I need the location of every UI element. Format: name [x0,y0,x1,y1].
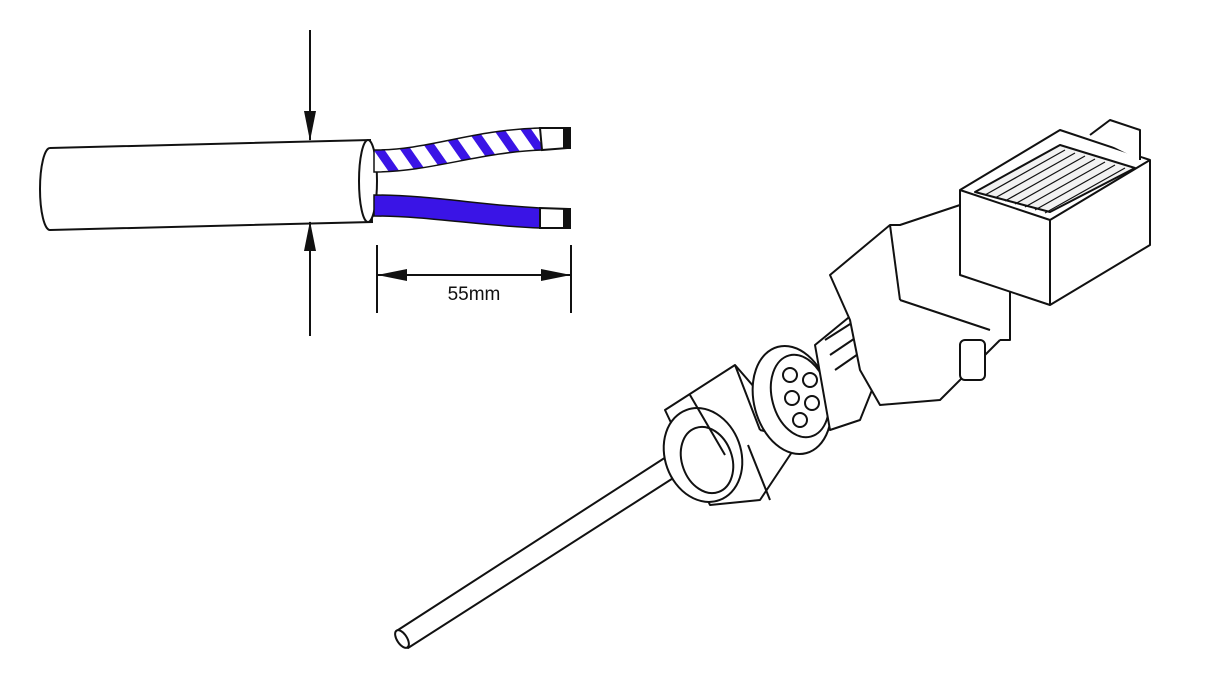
strip-length-label: 55mm [448,284,501,305]
strip-length-dimension [376,245,572,313]
solid-wire [373,194,541,229]
connector-assembly [394,119,1151,649]
cable [397,447,693,649]
striped-wire [373,127,543,173]
terminal-block [959,119,1151,306]
jacket-end [358,139,378,223]
stripped-cable [39,127,571,232]
seal-insert [751,344,833,456]
cable-jacket [39,138,374,232]
gland-nut [662,364,801,506]
